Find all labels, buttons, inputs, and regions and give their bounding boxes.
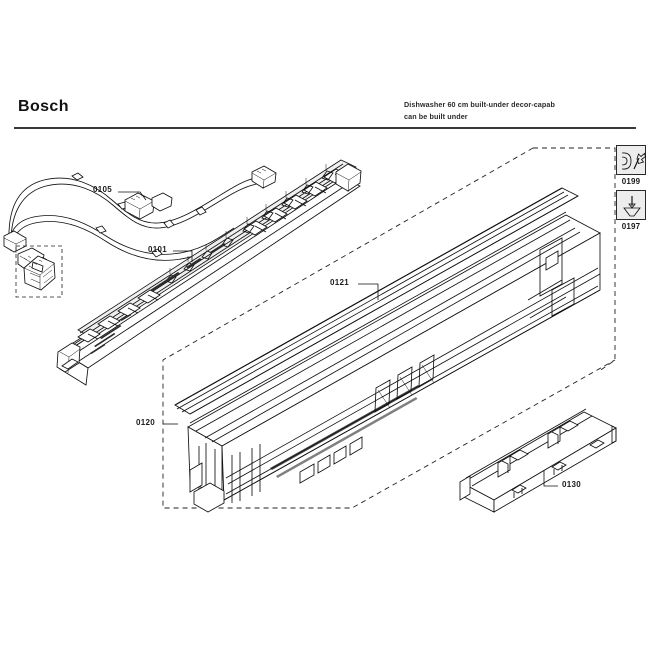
callout-label-0120[interactable]: 0120 [136,418,155,427]
plinth-tabs [511,439,605,498]
callout-leaders [118,191,558,487]
brand-logo: Bosch [18,98,69,115]
product-description-line2: can be built under [404,112,468,121]
connector-detail-inset [15,245,63,298]
service-tool-icon-box[interactable] [616,145,647,175]
harness-connector-0105 [124,192,173,220]
callout-label-0121[interactable]: 0121 [330,278,349,287]
insert-down-icon-code: 0197 [621,222,641,231]
callout-label-0101[interactable]: 0101 [148,245,167,254]
base-plinth-trim [459,408,617,513]
control-panel-fascia [56,159,362,386]
product-description-line1: Dishwasher 60 cm built-under decor-capab [404,100,555,109]
panel-switch-posts [165,164,334,284]
plinth-clips [497,420,579,478]
door-hinge-recess [527,237,575,319]
door-assembly [187,211,601,513]
door-vent-panels [374,354,435,413]
wrench-dial-icon [621,152,647,170]
product-description: Dishwasher 60 cm built-under decor-capab… [404,99,634,123]
panel-legend-marks [90,243,226,354]
callout-label-0105[interactable]: 0105 [93,185,112,194]
door-latch-detail [299,436,363,484]
assembly-boundary-dashed [162,147,616,509]
arrow-into-funnel-icon [623,196,641,217]
service-tool-icon-code: 0199 [621,177,641,186]
door-outer-decor-panel [174,187,579,415]
door-left-ribs [189,443,261,513]
insert-down-icon-box[interactable] [616,190,646,220]
callout-label-0130[interactable]: 0130 [562,480,581,489]
header-divider [14,127,636,129]
